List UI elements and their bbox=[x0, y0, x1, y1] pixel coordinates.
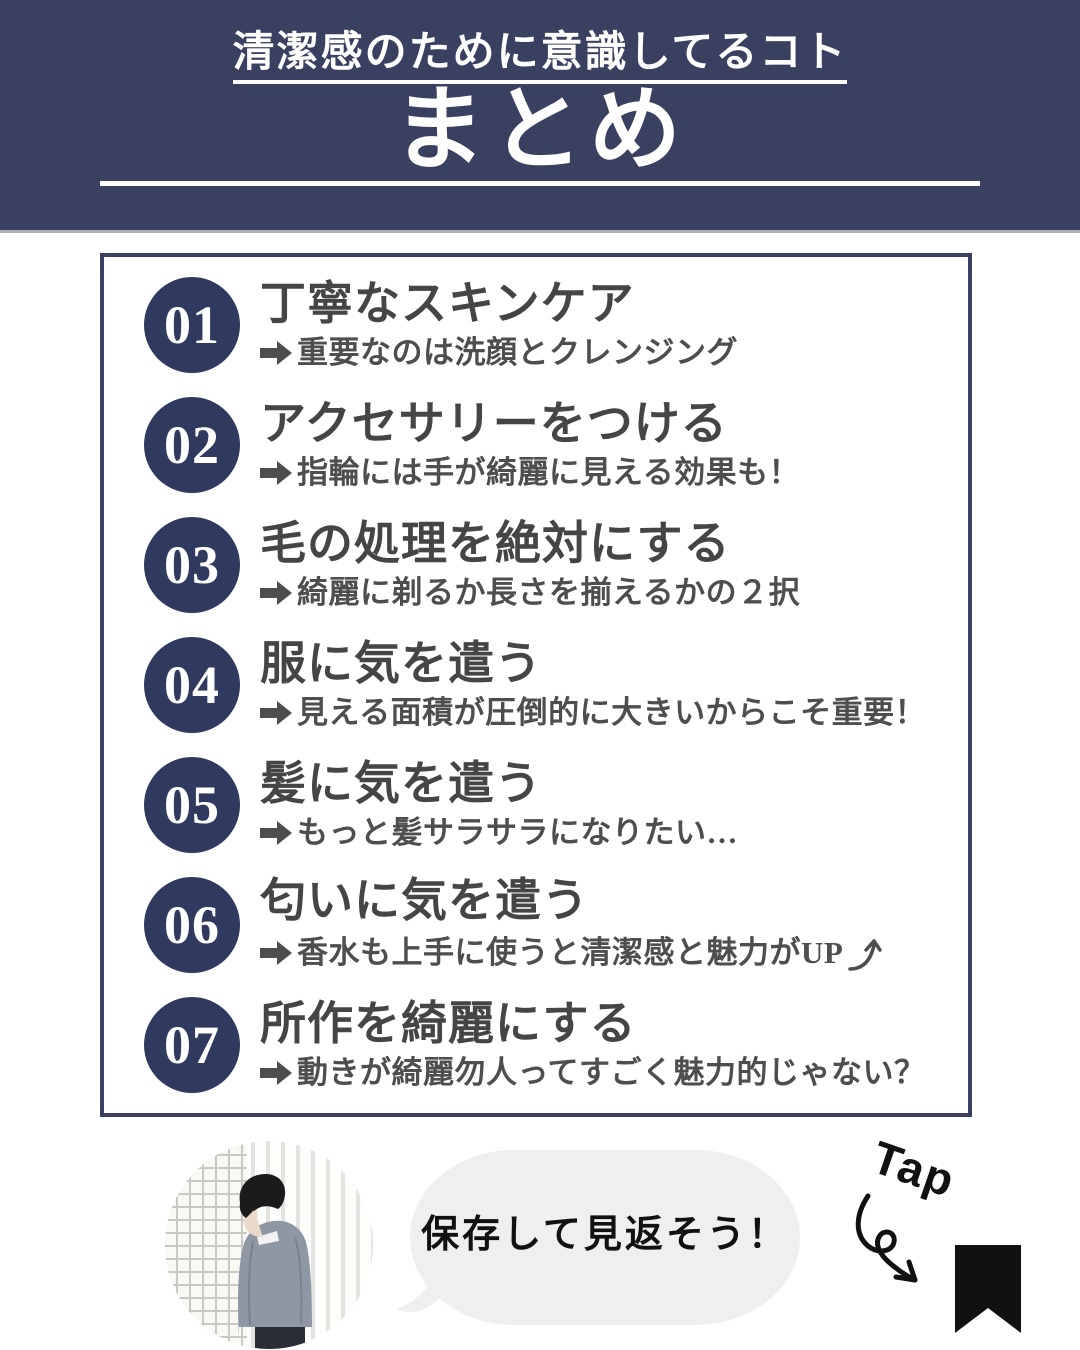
item-number-badge: 06 bbox=[144, 877, 240, 973]
item-title: 毛の処理を絶対にする bbox=[260, 518, 731, 570]
curve-up-arrow-icon bbox=[847, 933, 885, 973]
profile-photo bbox=[165, 1141, 373, 1349]
item-number-badge: 02 bbox=[144, 397, 240, 493]
person-illustration bbox=[238, 1173, 312, 1349]
bookmark-icon[interactable] bbox=[955, 1245, 1021, 1333]
item-number: 01 bbox=[164, 295, 220, 355]
list-item: 07 所作を綺麗にする 動きが綺麗勿人ってすごく魅力的じゃない？ bbox=[144, 985, 968, 1105]
list-item: 06 匂いに気を遣う 香水も上手に使うと清潔感と魅力がUP bbox=[144, 865, 968, 985]
item-number: 05 bbox=[164, 775, 220, 835]
item-number: 02 bbox=[164, 415, 220, 475]
list-item: 05 髪に気を遣う もっと髪サラサラになりたい… bbox=[144, 745, 968, 865]
speech-bubble: 保存して見返そう！ bbox=[410, 1150, 800, 1325]
item-number-badge: 04 bbox=[144, 637, 240, 733]
item-title: 服に気を遣う bbox=[260, 638, 542, 690]
item-subtitle: 見える面積が圧倒的に大きいからこそ重要！ bbox=[297, 694, 927, 730]
item-title: 所作を綺麗にする bbox=[260, 998, 637, 1050]
item-number-badge: 01 bbox=[144, 277, 240, 373]
item-title: 丁寧なスキンケア bbox=[260, 278, 635, 330]
item-number-badge: 07 bbox=[144, 997, 240, 1093]
list-item: 04 服に気を遣う 見える面積が圧倒的に大きいからこそ重要！ bbox=[144, 625, 968, 745]
summary-list: 01 丁寧なスキンケア 重要なのは洗顔とクレンジング 02 アクセサリーをつける… bbox=[100, 253, 972, 1117]
right-arrow-icon bbox=[260, 579, 292, 607]
header-kicker: 清潔感のために意識してるコト bbox=[232, 30, 848, 85]
curly-arrow-icon bbox=[855, 1193, 918, 1283]
right-arrow-icon bbox=[260, 1059, 292, 1087]
item-subtitle: 指輪には手が綺麗に見える効果も！ bbox=[297, 454, 801, 490]
item-subtitle: もっと髪サラサラになりたい… bbox=[297, 814, 738, 850]
item-number: 06 bbox=[164, 895, 220, 955]
item-number: 04 bbox=[164, 655, 220, 715]
item-number: 07 bbox=[164, 1015, 220, 1075]
right-arrow-icon bbox=[260, 699, 292, 727]
list-item: 01 丁寧なスキンケア 重要なのは洗顔とクレンジング bbox=[144, 265, 968, 385]
page-title: まとめ bbox=[392, 79, 687, 182]
item-subtitle: 動きが綺麗勿人ってすごく魅力的じゃない？ bbox=[297, 1054, 926, 1090]
item-subtitle: 重要なのは洗顔とクレンジング bbox=[297, 334, 738, 370]
item-title: 匂いに気を遣う bbox=[260, 875, 589, 927]
item-number-badge: 03 bbox=[144, 517, 240, 613]
right-arrow-icon bbox=[260, 339, 292, 367]
right-arrow-icon bbox=[260, 459, 292, 487]
speech-bubble-text: 保存して見返そう！ bbox=[421, 1214, 789, 1256]
item-number: 03 bbox=[164, 535, 220, 595]
header-divider bbox=[100, 181, 980, 186]
list-item: 03 毛の処理を絶対にする 綺麗に剃るか長さを揃えるかの２択 bbox=[144, 505, 968, 625]
list-item: 02 アクセサリーをつける 指輪には手が綺麗に見える効果も！ bbox=[144, 385, 968, 505]
item-title: 髪に気を遣う bbox=[260, 758, 542, 810]
header: 清潔感のために意識してるコト まとめ bbox=[0, 0, 1080, 233]
right-arrow-icon bbox=[260, 819, 292, 847]
item-title: アクセサリーをつける bbox=[260, 398, 728, 450]
item-subtitle: 綺麗に剃るか長さを揃えるかの２択 bbox=[297, 574, 801, 610]
item-number-badge: 05 bbox=[144, 757, 240, 853]
item-subtitle: 香水も上手に使うと清潔感と魅力がUP bbox=[297, 934, 844, 970]
speech-bubble-tail bbox=[396, 1276, 440, 1312]
photo-grid-wall bbox=[165, 1141, 247, 1349]
right-arrow-icon bbox=[260, 939, 292, 967]
